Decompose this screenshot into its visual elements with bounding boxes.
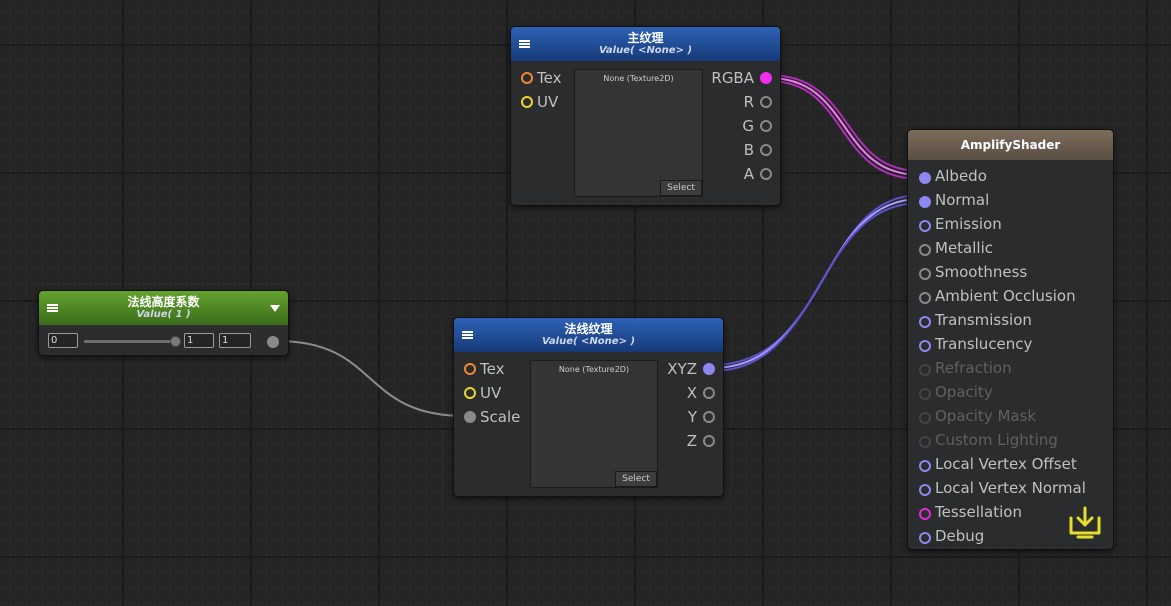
normal-label: Normal — [935, 191, 990, 209]
rgba-output-label: RGBA — [711, 69, 754, 87]
wire-value-to-scale — [276, 340, 466, 417]
custom-lighting-pin — [919, 436, 931, 448]
tex-input-pin[interactable] — [521, 72, 533, 84]
g-output-pin[interactable] — [760, 120, 772, 132]
b-output-label: B — [743, 141, 754, 159]
ambient-occlusion-label: Ambient Occlusion — [935, 287, 1076, 305]
uv-input-label: UV — [480, 384, 502, 402]
node-title: AmplifyShader — [960, 138, 1061, 152]
smoothness-label: Smoothness — [935, 263, 1028, 281]
triangle-down-icon[interactable] — [270, 305, 280, 312]
b-output-pin[interactable] — [760, 144, 772, 156]
albedo-pin[interactable] — [919, 172, 931, 184]
texture-caption: None (Texture2D) — [558, 365, 630, 374]
node-title: 主纹理 — [627, 31, 664, 45]
xyz-output-label: XYZ — [667, 360, 697, 378]
select-button[interactable]: Select — [660, 180, 702, 196]
hamburger-menu-icon[interactable] — [519, 40, 530, 48]
scale-input-label: Scale — [480, 408, 521, 426]
value-slider-track[interactable] — [84, 340, 176, 343]
texture-preview[interactable]: None (Texture2D) Select — [530, 360, 658, 488]
local-vertex-normal-label: Local Vertex Normal — [935, 479, 1086, 497]
uv-input-pin[interactable] — [464, 387, 476, 399]
transmission-label: Transmission — [935, 311, 1032, 329]
normal-scale-header[interactable]: 法线高度系数 Value( 1 ) — [39, 291, 288, 325]
local-vertex-offset-pin[interactable] — [919, 460, 931, 472]
local-vertex-normal-pin[interactable] — [919, 484, 931, 496]
debug-label: Debug — [935, 527, 985, 545]
local-vertex-offset-label: Local Vertex Offset — [935, 455, 1077, 473]
opacity-pin — [919, 388, 931, 400]
hamburger-menu-icon[interactable] — [47, 304, 58, 312]
r-output-label: R — [743, 93, 754, 111]
refraction-label: Refraction — [935, 359, 1012, 377]
value-slider-knob[interactable] — [170, 336, 181, 347]
normal-texture-node[interactable]: 法线纹理 Value( <None> ) Tex UV Scale None (… — [453, 317, 724, 497]
translucency-label: Translucency — [935, 335, 1033, 353]
node-subtitle: Value( <None> ) — [598, 45, 693, 56]
tex-input-pin[interactable] — [464, 363, 476, 375]
custom-lighting-label: Custom Lighting — [935, 431, 1058, 449]
scale-input-pin[interactable] — [464, 411, 476, 423]
node-subtitle: Value( <None> ) — [541, 336, 636, 347]
uv-input-pin[interactable] — [521, 96, 533, 108]
x-output-pin[interactable] — [703, 387, 715, 399]
tessellation-label: Tessellation — [935, 503, 1022, 521]
main-texture-node[interactable]: 主纹理 Value( <None> ) Tex UV None (Texture… — [510, 26, 781, 206]
opacity-mask-label: Opacity Mask — [935, 407, 1037, 425]
wire-rgba-to-albedo — [768, 74, 921, 180]
ambient-occlusion-pin[interactable] — [919, 292, 931, 304]
main-texture-header[interactable]: 主纹理 Value( <None> ) — [511, 27, 780, 61]
metallic-pin[interactable] — [919, 244, 931, 256]
r-output-pin[interactable] — [760, 96, 772, 108]
tex-input-label: Tex — [537, 69, 562, 87]
texture-preview[interactable]: None (Texture2D) Select — [574, 69, 703, 197]
texture-caption: None (Texture2D) — [603, 74, 674, 83]
emission-label: Emission — [935, 215, 1002, 233]
a-output-label: A — [743, 165, 754, 183]
normal-pin[interactable] — [919, 196, 931, 208]
refraction-pin — [919, 364, 931, 376]
z-output-pin[interactable] — [703, 435, 715, 447]
amplify-shader-node[interactable]: AmplifyShader Albedo Normal Emission Met… — [907, 129, 1114, 550]
y-output-pin[interactable] — [703, 411, 715, 423]
y-output-label: Y — [687, 408, 697, 426]
z-output-label: Z — [686, 432, 697, 450]
xyz-output-pin[interactable] — [703, 363, 715, 375]
transmission-pin[interactable] — [919, 316, 931, 328]
current-value-field[interactable]: 1 — [184, 333, 214, 348]
emission-pin[interactable] — [919, 220, 931, 232]
metallic-label: Metallic — [935, 239, 993, 257]
normal-scale-node[interactable]: 法线高度系数 Value( 1 ) 0 1 1 — [38, 290, 289, 356]
albedo-label: Albedo — [935, 167, 987, 185]
hamburger-menu-icon[interactable] — [462, 331, 473, 339]
max-value-field[interactable]: 1 — [219, 333, 251, 348]
translucency-pin[interactable] — [919, 340, 931, 352]
rgba-output-pin[interactable] — [760, 72, 772, 84]
debug-pin[interactable] — [919, 532, 931, 544]
select-button[interactable]: Select — [615, 471, 657, 487]
value-output-pin[interactable] — [267, 336, 279, 348]
opacity-label: Opacity — [935, 383, 993, 401]
node-subtitle: Value( 1 ) — [136, 309, 191, 320]
tessellation-pin[interactable] — [919, 508, 931, 520]
tex-input-label: Tex — [480, 360, 505, 378]
uv-input-label: UV — [537, 93, 559, 111]
opacity-mask-pin — [919, 412, 931, 424]
x-output-label: X — [686, 384, 697, 402]
min-value-field[interactable]: 0 — [48, 333, 78, 348]
normal-texture-header[interactable]: 法线纹理 Value( <None> ) — [454, 318, 723, 352]
g-output-label: G — [742, 117, 754, 135]
download-tray-icon[interactable] — [1066, 504, 1104, 540]
wire-xyz-to-normal — [711, 194, 921, 372]
a-output-pin[interactable] — [760, 168, 772, 180]
node-title: 法线纹理 — [564, 322, 613, 336]
amplify-shader-header[interactable]: AmplifyShader — [908, 130, 1113, 160]
smoothness-pin[interactable] — [919, 268, 931, 280]
node-title: 法线高度系数 — [127, 295, 200, 309]
